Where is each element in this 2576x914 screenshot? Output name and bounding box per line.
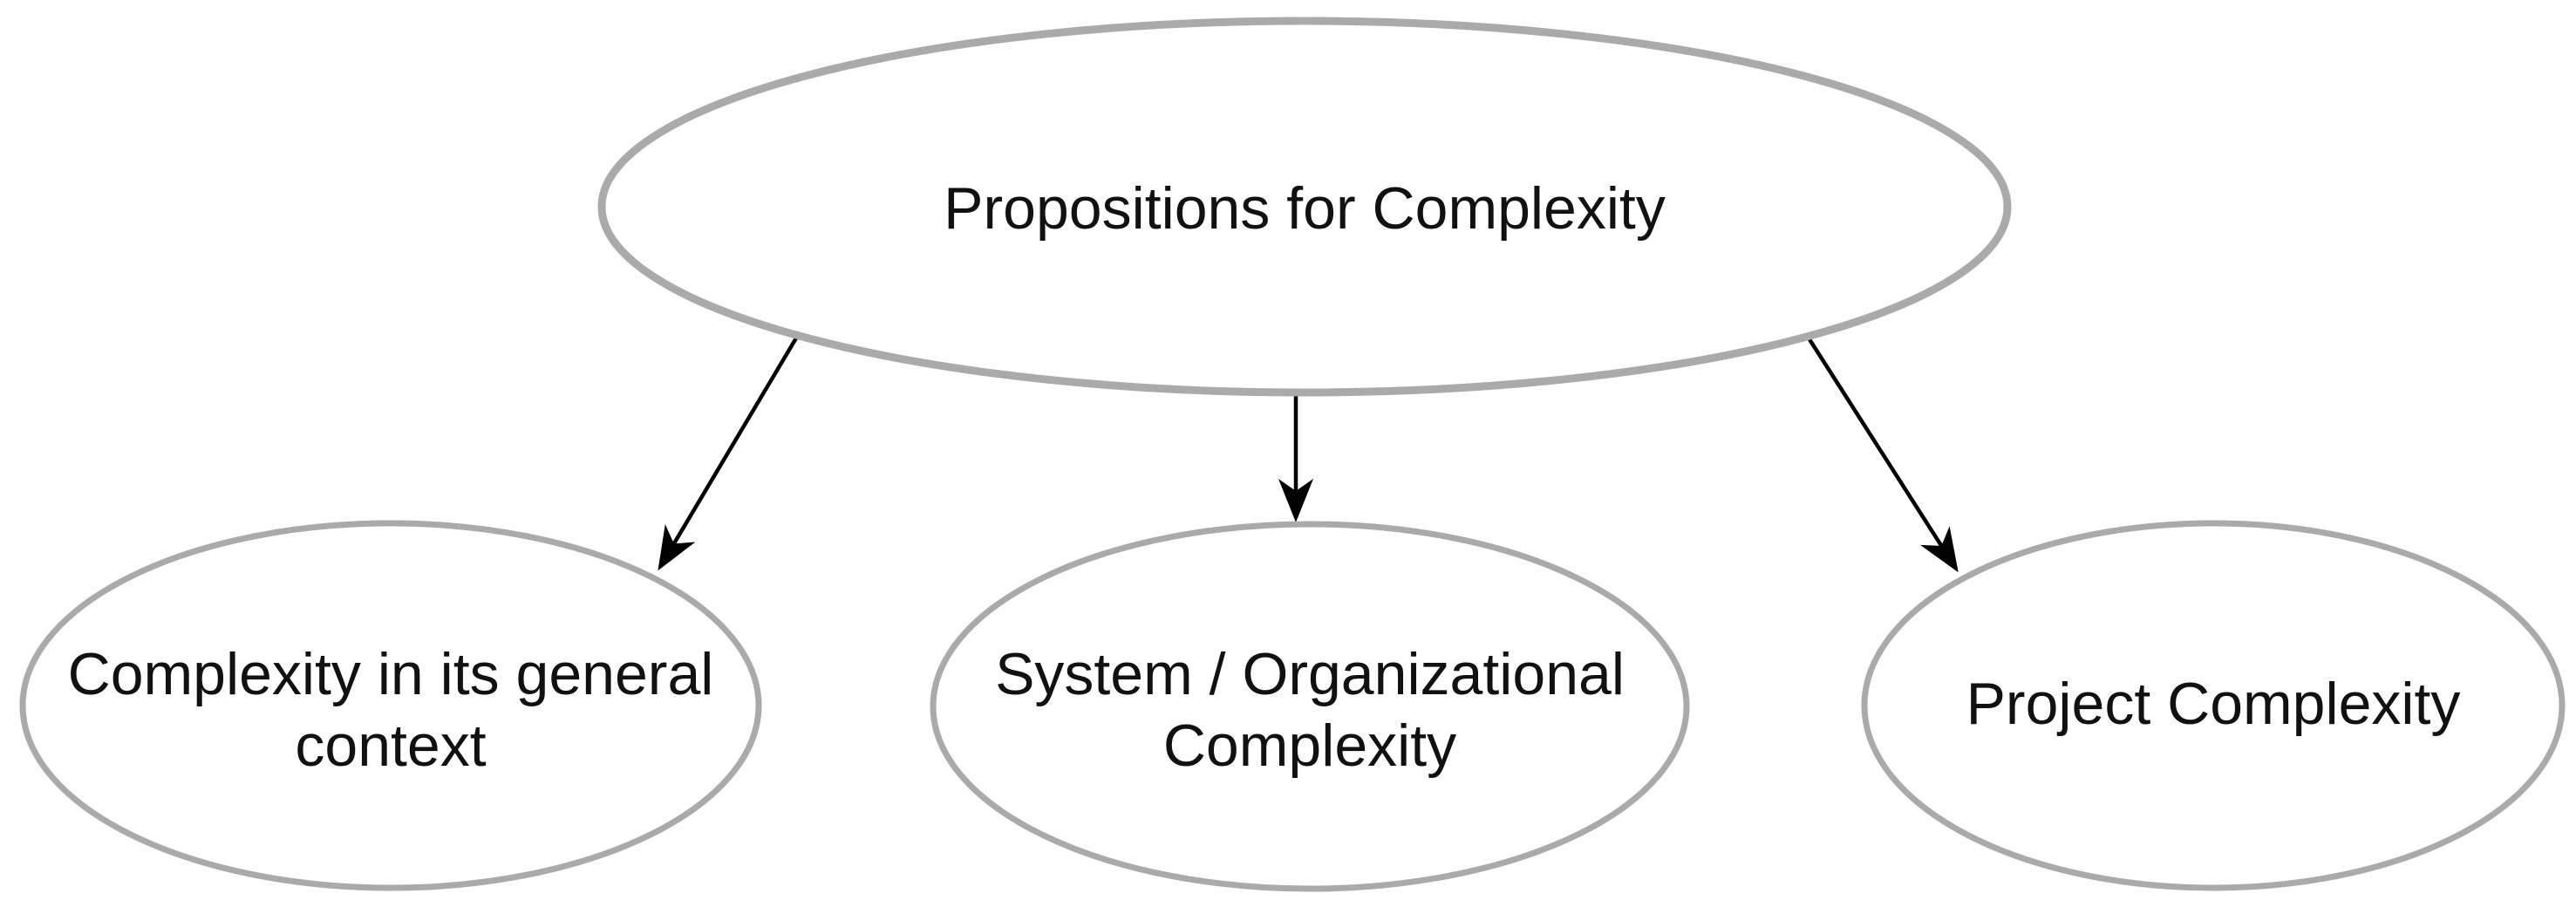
node-middle-label-line2: Complexity <box>1163 713 1456 779</box>
node-left-label-line2: context <box>295 713 486 779</box>
node-middle-label-line1: System / Organizational <box>995 641 1625 707</box>
edge-root-to-left <box>658 335 799 571</box>
node-root-ellipse <box>597 17 2012 397</box>
node-root-label: Propositions for Complexity <box>944 175 1666 242</box>
node-right-label: Project Complexity <box>1966 671 2461 737</box>
node-middle-ellipse <box>930 521 1690 892</box>
node-left-label-line1: Complexity in its general <box>68 641 714 707</box>
node-right-ellipse <box>1861 520 2566 891</box>
node-left-ellipse <box>19 520 762 891</box>
edge-root-to-right <box>1806 335 1959 573</box>
